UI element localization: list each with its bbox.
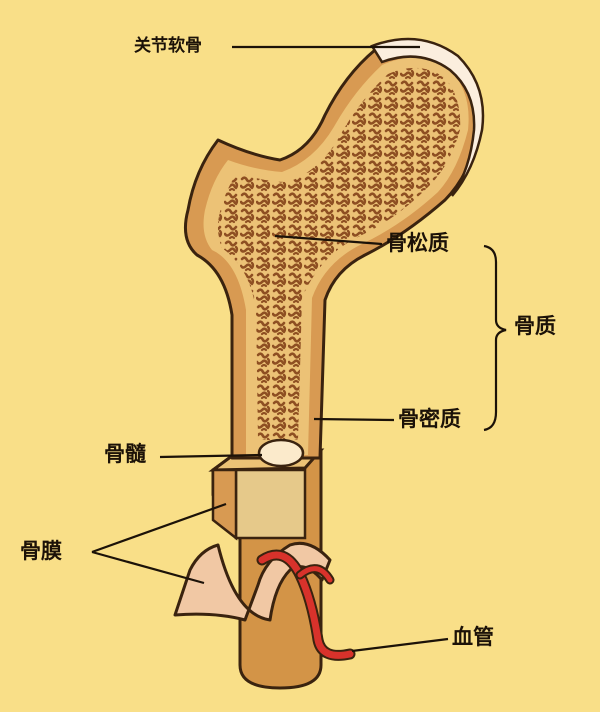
leader-blood-vessel (351, 637, 449, 653)
label-spongy-bone: 骨松质 (386, 231, 449, 255)
leader-periosteum-lower (91, 550, 205, 585)
leader-compact-bone (313, 417, 395, 422)
leader-periosteum-upper (91, 502, 227, 554)
marrow-cavity (234, 468, 307, 540)
label-periosteum: 骨膜 (20, 539, 62, 563)
label-bone-substance: 骨质 (514, 314, 556, 338)
label-compact-bone: 骨密质 (398, 407, 461, 431)
bone-substance-brace (483, 244, 507, 432)
articular-cartilage-cap (370, 37, 485, 197)
label-articular-cartilage: 关节软骨 (134, 36, 202, 56)
bone-marrow-blob (257, 438, 305, 468)
leader-lines (91, 45, 449, 653)
label-blood-vessel: 血管 (452, 625, 494, 649)
spongy-bone-region (217, 67, 461, 440)
leader-spongy-bone (274, 234, 383, 246)
leader-bone-marrow (159, 453, 263, 459)
label-bone-marrow: 骨髓 (104, 442, 146, 466)
